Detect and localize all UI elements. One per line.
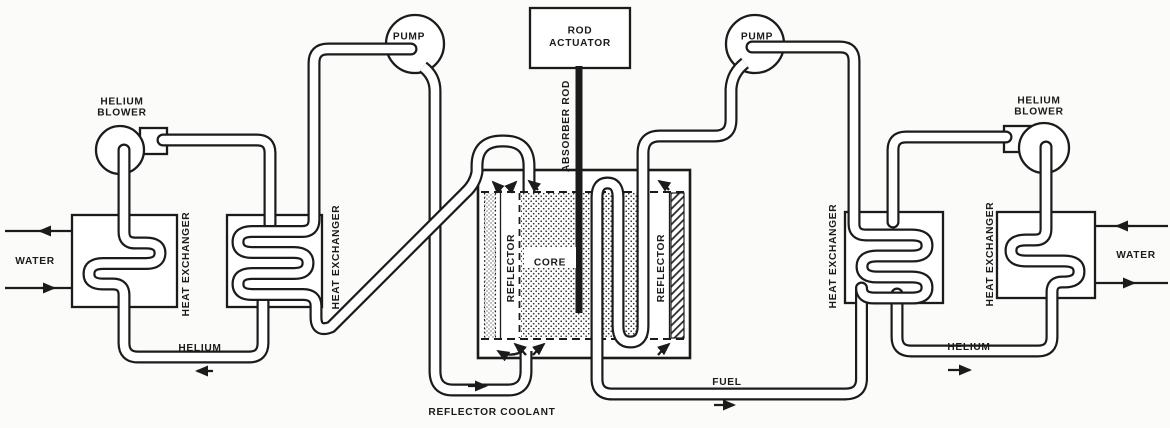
fuel-label: FUEL [712,377,741,388]
flow-arrows [5,179,1168,411]
helium-blower-right-label-line2: BLOWER [1014,107,1063,118]
helium-left-label: HELIUM [178,343,221,354]
pipe-fuel-exchanger-coil [752,47,927,298]
pump-right-label: PUMP [741,32,773,43]
vessel-arrow-top-left-1 [491,180,505,194]
rod-actuator-label-line2: ACTUATOR [549,38,611,49]
right-hatched-band [670,192,685,339]
vessel-arrow-bottom-right [657,342,671,356]
heat-exchanger-4-label: HEAT EXCHANGER [985,202,996,307]
helium-blower-right [1002,121,1071,175]
helium-right-label: HELIUM [947,342,990,353]
heat-exchanger-3-label: HEAT EXCHANGER [828,204,839,309]
pipe-helium-blower-feed-left [163,140,270,224]
reflector-left-label: REFLECTOR [506,234,517,302]
vessel-arrow-bottom-left-3 [532,342,546,356]
core-label: CORE [534,258,566,269]
pump-left-label: PUMP [393,32,425,43]
core-label-backing [524,247,576,268]
water-right-label: WATER [1116,250,1156,261]
vessel-arrow-top-right [657,179,672,192]
heat-exchanger-2-label: HEAT EXCHANGER [331,205,342,310]
left-coolant-channel [484,193,496,338]
pipe-pump-left-inlet [314,49,411,216]
reflector-coolant-label: REFLECTOR COOLANT [428,407,555,418]
rod-actuator-label-line1: ROD [568,26,593,37]
helium-blower-left-label-line1: HELIUM [100,97,143,108]
reactor-vessel [476,168,692,360]
absorber-rod-label: ABSORBER ROD [561,80,572,172]
pipe-fuel-core-loop [597,63,862,394]
helium-blower-left [94,124,169,176]
water-left-label: WATER [15,256,55,267]
helium-blower-right-label-line1: HELIUM [1017,96,1060,107]
vessel-arrow-bottom-left-2 [513,342,527,356]
reflector-right-label: REFLECTOR [656,234,667,302]
heat-exchanger-1-label: HEAT EXCHANGER [181,212,192,317]
vessel-arrow-top-left-3 [527,179,542,193]
vessel-arrow-top-left-2 [504,180,518,194]
helium-blower-left-label-line2: BLOWER [97,108,146,119]
channel-dotted-lines [483,193,497,338]
